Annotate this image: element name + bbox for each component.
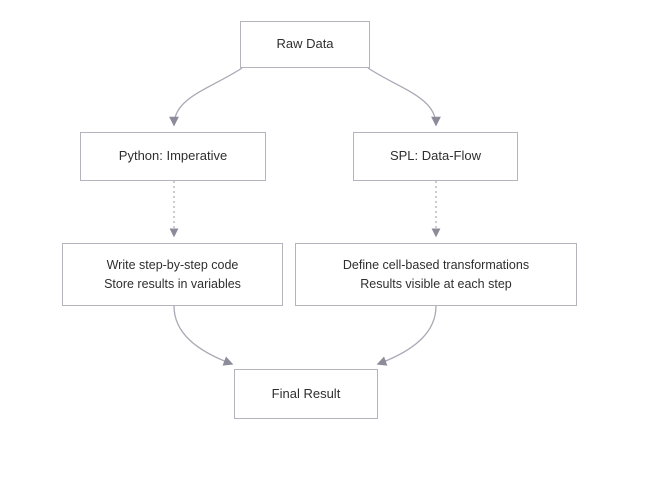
node-raw-data-label: Raw Data [276,36,334,52]
node-spl-dataflow: SPL: Data-Flow [353,132,518,181]
node-spl-detail: Define cell-based transformations Result… [295,243,577,306]
edge-rawdata-to-python [169,67,243,127]
node-raw-data: Raw Data [240,21,370,68]
node-python-detail-line1: Write step-by-step code [106,258,239,273]
edge-pythondetail-to-final [173,305,234,366]
edge-rawdata-to-spl [367,67,441,127]
node-final-result: Final Result [234,369,378,419]
node-python-detail: Write step-by-step code Store results in… [62,243,283,306]
edge-spldetail-to-final [376,305,437,366]
node-final-result-label: Final Result [271,385,341,401]
node-spl-dataflow-label: SPL: Data-Flow [389,148,482,164]
node-spl-detail-line1: Define cell-based transformations [342,258,530,273]
node-spl-detail-line2: Results visible at each step [360,276,512,291]
node-python-imperative-label: Python: Imperative [118,148,228,164]
node-python-imperative: Python: Imperative [80,132,266,181]
node-python-detail-line2: Store results in variables [104,276,241,291]
